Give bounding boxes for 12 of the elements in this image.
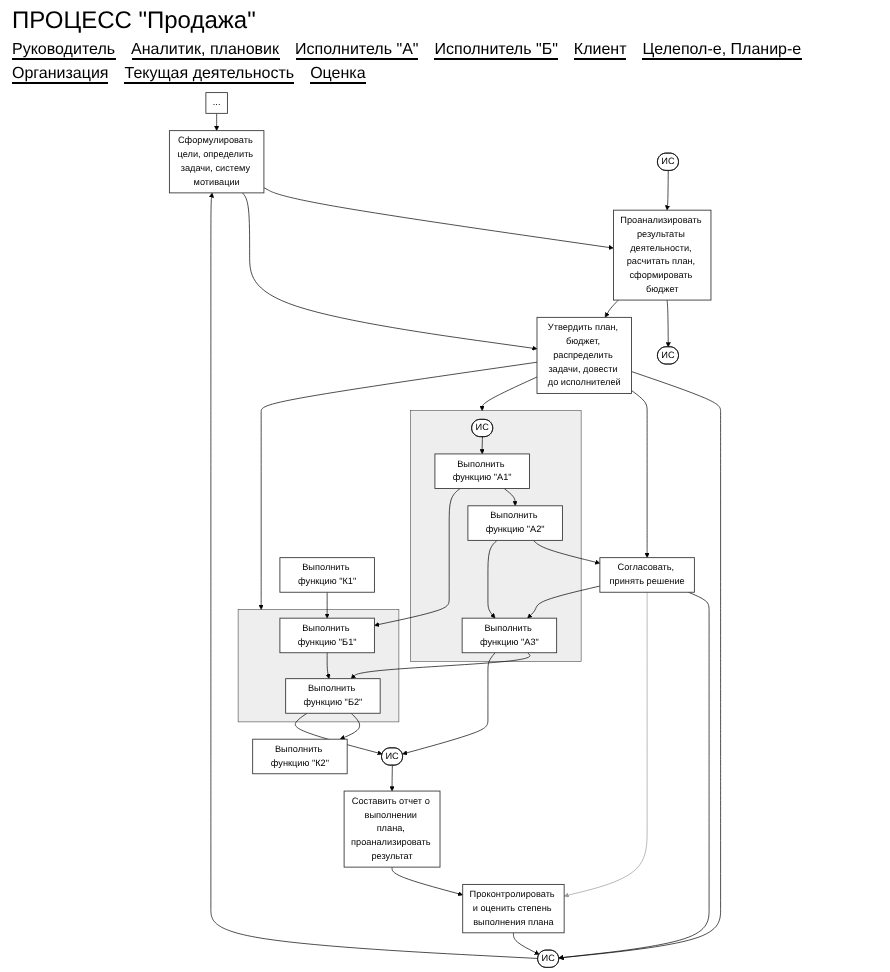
lane-header: Целепол-е, Планир-е [642,40,802,60]
lane-header: Аналитик, плановик [131,40,279,60]
diagram-title: ПРОЦЕСС "Продажа" [10,4,258,38]
cluster [410,410,582,662]
lane-header: Исполнитель "А" [295,40,419,60]
lane-header: Клиент [573,40,627,60]
lane-header: Организация [12,64,109,84]
lane-header: Исполнитель "Б" [434,40,558,60]
lane-header: Текущая деятельность [124,64,295,84]
lane-header: Руководитель [12,40,116,60]
lane-header: Оценка [310,64,366,84]
cluster [237,609,400,723]
